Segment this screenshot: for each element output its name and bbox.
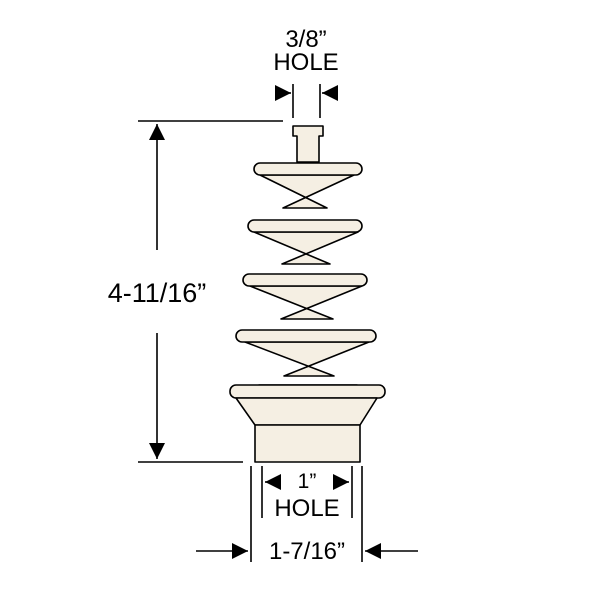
bellows-cone-2: [253, 231, 359, 265]
bellows-cone-4: [244, 341, 370, 377]
base-width-label: 1-7/16”: [269, 538, 345, 565]
bottom-hole-size-label: 1”: [298, 470, 317, 493]
bellows-rib-4: [235, 329, 377, 343]
base-flare: [235, 397, 378, 426]
base-cylinder: [254, 424, 361, 463]
top-nozzle: [292, 125, 324, 163]
bottom-hole-word-label: HOLE: [274, 495, 339, 522]
bellows-rib-5: [229, 384, 386, 399]
bellows-rib-3: [242, 273, 368, 287]
bellows-rib-2: [247, 219, 363, 233]
top-hole-size-label: 3/8”: [285, 26, 326, 53]
dimension-lines: [138, 84, 418, 562]
bellows-boot-drawing: [229, 125, 386, 463]
bellows-rib-1: [253, 162, 363, 176]
top-hole-word-label: HOLE: [273, 49, 338, 76]
height-label: 4-11/16”: [108, 278, 207, 308]
bellows-cone-1: [259, 174, 355, 209]
bellows-cone-3: [249, 285, 363, 320]
